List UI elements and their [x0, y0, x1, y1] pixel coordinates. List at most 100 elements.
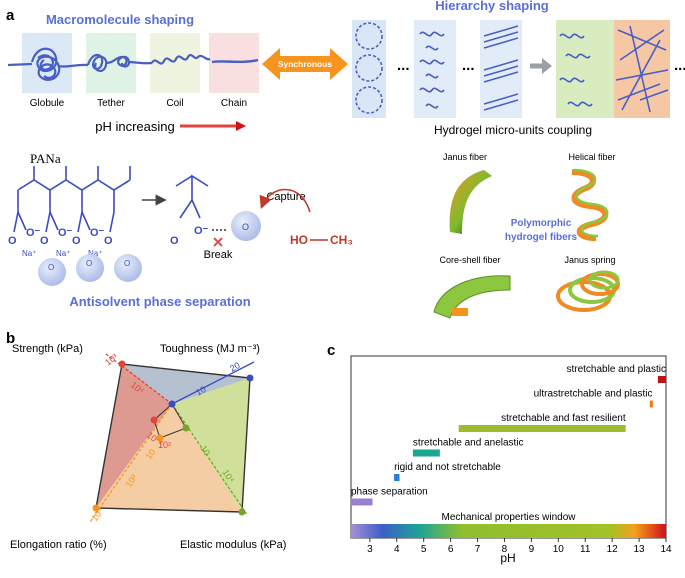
break-label: Break — [204, 249, 233, 261]
hierarchy-box-1 — [352, 20, 386, 118]
carboxylate-groups — [13, 211, 115, 233]
gray-arrow-icon — [542, 58, 552, 74]
globule-cluster — [355, 54, 383, 82]
x-tick-label: 11 — [580, 544, 591, 555]
state-label-globule: Globule — [30, 98, 65, 109]
chain-box — [209, 33, 259, 93]
janus-fiber-label: Janus fiber — [443, 152, 487, 162]
monomer-carbonyl-o: O — [170, 235, 179, 247]
toughness-tick: 20 — [228, 360, 242, 374]
pana-chemistry: PANa O O O O O⁻ O⁻ O⁻ Na⁺ Na⁺ Na⁺ O — [8, 151, 353, 309]
x-tick-label: 14 — [660, 544, 672, 555]
polymorphic-title-line1: Polymorphic — [511, 218, 572, 229]
macromolecule-states: Globule Tether Coil Chain — [7, 33, 259, 109]
globule-strand — [30, 47, 61, 81]
coil-pattern — [419, 31, 445, 109]
ellipsis-2: ... — [462, 57, 475, 74]
range-label: ultrastretchable and plastic — [534, 389, 653, 400]
polymorphic-fibers: Janus fiber Helical fiber Polymorphic hy… — [433, 152, 620, 319]
ellipsis-1: ... — [397, 57, 410, 74]
water-o: O — [86, 259, 92, 268]
range-label: phase separation — [351, 487, 428, 498]
toughness-axis — [171, 361, 255, 405]
polymorphic-title-line2: hydrogel fibers — [505, 232, 578, 243]
core-shell-fiber-label: Core-shell fiber — [439, 255, 500, 265]
state-label-coil: Coil — [166, 98, 183, 109]
range-bar — [458, 425, 626, 432]
strength-point — [150, 416, 158, 424]
break-x-icon — [213, 237, 223, 247]
monomer-structure — [175, 174, 209, 219]
hierarchy-box-4b — [614, 20, 670, 118]
globule-cluster — [355, 86, 383, 114]
modulus-axis — [171, 403, 249, 517]
o-minus: O⁻ — [58, 227, 73, 239]
helical-fiber-highlight — [573, 168, 609, 238]
synchronous-label: Synchronous — [278, 59, 333, 69]
chain-strand — [211, 58, 259, 64]
water-sphere — [38, 258, 66, 286]
carbonyl-o: O — [72, 235, 81, 247]
coupled-coils — [559, 33, 593, 107]
carbonyl-o: O — [8, 235, 17, 247]
x-tick-label: 12 — [607, 544, 619, 555]
hierarchy-sequence: ... ... ... Hydrogel micro-units couplin… — [352, 20, 685, 137]
o-minus: O⁻ — [90, 227, 105, 239]
methanol-ho: HO — [290, 233, 308, 247]
modulus-max-point — [238, 508, 246, 516]
monomer-o-minus: O⁻ — [194, 225, 209, 237]
elongation-max-point — [92, 504, 100, 512]
range-bar — [649, 400, 653, 408]
na-ion: Na⁺ — [56, 249, 70, 258]
modulus-point — [182, 424, 190, 432]
toughness-point — [168, 400, 176, 408]
water-o: O — [48, 263, 54, 272]
carbonyl-o: O — [40, 235, 49, 247]
x-tick-label: 4 — [394, 544, 400, 555]
elongation-point — [156, 434, 164, 442]
panel-c-label: c — [327, 342, 335, 359]
water-o: O — [124, 259, 130, 268]
elongation-axis — [89, 403, 173, 523]
strength-axis — [105, 353, 173, 405]
window-bar — [351, 524, 666, 538]
methanol-ch3: CH₃ — [330, 233, 353, 247]
janus-spring-coil — [588, 270, 620, 290]
center-tick: 10² — [158, 440, 171, 450]
range-label: stretchable and fast resilient — [501, 413, 626, 424]
toughness-tick: 10 — [194, 384, 208, 398]
captured-water-o: O — [242, 222, 249, 232]
coupled-chains — [615, 25, 669, 113]
na-ion: Na⁺ — [88, 249, 102, 258]
aligned-chains — [483, 25, 519, 111]
x-tick-label: 10 — [553, 544, 565, 555]
strength-axis-title: Strength (kPa) — [12, 343, 83, 355]
capture-label: Capture — [266, 191, 305, 203]
elongation-tick: 10 — [143, 447, 157, 461]
chart-layer: stretchable and plasticultrastretchable … — [351, 364, 672, 555]
capture-arrow — [259, 188, 311, 213]
coupling-label: Hydrogel micro-units coupling — [434, 123, 592, 137]
range-label: rigid and not stretchable — [394, 462, 501, 473]
strength-max-point — [118, 360, 126, 368]
pana-backbone — [17, 166, 131, 212]
ph-increasing-label: pH increasing — [95, 119, 175, 134]
strength-elongation-region — [96, 364, 172, 508]
core-shell-fiber-icon — [433, 275, 511, 319]
panel-b-label: b — [6, 330, 15, 347]
ph-arrowhead-icon — [236, 121, 246, 131]
modulus-elongation-region — [96, 404, 242, 512]
toughness-modulus-region — [172, 378, 250, 512]
panel-a-label: a — [6, 7, 15, 24]
hierarchy-box-2 — [414, 20, 456, 118]
window-label: Mechanical properties window — [442, 512, 577, 523]
state-label-tether: Tether — [97, 98, 125, 109]
strength-tick: 10³ — [103, 352, 119, 368]
panel-b: b Strength (kPa) Toughness (MJ m⁻³) Elas… — [6, 330, 286, 551]
x-tick-label: 13 — [634, 544, 646, 555]
globule-cluster — [355, 22, 383, 50]
elongation-axis-title: Elongation ratio (%) — [10, 539, 107, 551]
x-tick-label: 8 — [502, 544, 508, 555]
x-tick-label: 6 — [448, 544, 454, 555]
o-minus: O⁻ — [26, 227, 41, 239]
